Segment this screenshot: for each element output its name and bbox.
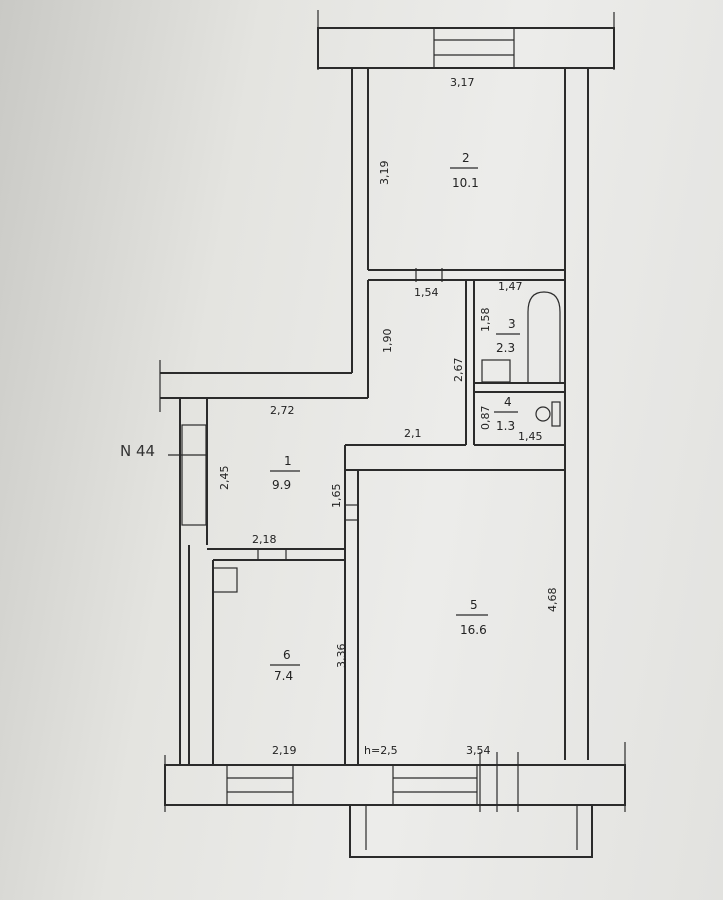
dim-1-58: 1,58 <box>479 308 492 333</box>
toilet <box>535 406 551 422</box>
room-6-number: 6 <box>283 648 291 662</box>
entrance-door <box>181 424 207 526</box>
dim-0-87: 0,87 <box>479 406 492 431</box>
dim-1-45: 1,45 <box>518 430 543 443</box>
room-labels: 2 10.1 3 2.3 4 1.3 1 9.9 5 16.6 6 7.4 <box>270 151 520 683</box>
dim-2-45: 2,45 <box>218 466 231 491</box>
window-room-5 <box>392 764 478 806</box>
room-6-area: 7.4 <box>274 669 293 683</box>
dim-2-67: 2,67 <box>452 358 465 383</box>
exterior-walls <box>159 68 589 765</box>
room-1-number: 1 <box>284 454 292 468</box>
window-room-6 <box>226 764 294 806</box>
dim-2-1: 2,1 <box>404 427 422 440</box>
room-1-area: 9.9 <box>272 478 291 492</box>
room-5-walls <box>344 444 565 765</box>
room-4-area: 1.3 <box>496 419 515 433</box>
room-5-number: 5 <box>470 598 478 612</box>
bathroom-block <box>465 280 565 446</box>
room-3-area: 2.3 <box>496 341 515 355</box>
room-2-area: 10.1 <box>452 176 479 190</box>
bathtub <box>527 291 561 383</box>
dim-3-54: 3,54 <box>466 744 491 757</box>
stove <box>212 567 238 593</box>
balcony <box>349 804 593 858</box>
ceiling-height: h=2,5 <box>364 744 398 757</box>
window-top <box>433 27 515 69</box>
dim-3-17: 3,17 <box>450 76 475 89</box>
dim-3-19: 3,19 <box>378 161 391 186</box>
dim-1-54: 1,54 <box>414 286 439 299</box>
room-4-number: 4 <box>504 395 512 409</box>
room-3-number: 3 <box>508 317 516 331</box>
label-n44: N 44 <box>120 442 155 460</box>
dim-1-47: 1,47 <box>498 280 523 293</box>
room-2 <box>368 268 565 282</box>
room-6-walls <box>207 548 345 593</box>
bottom-wall <box>164 742 626 858</box>
dim-2-19: 2,19 <box>272 744 297 757</box>
dim-1-90: 1,90 <box>381 329 394 354</box>
room-5-area: 16.6 <box>460 623 487 637</box>
dim-3-36: 3,36 <box>335 644 348 669</box>
top-wall <box>317 10 615 70</box>
dim-4-68: 4,68 <box>546 588 559 613</box>
dim-2-18: 2,18 <box>252 533 277 546</box>
dimension-labels: 3,17 3,19 1,54 1,47 1,58 1,90 2,67 2,72 … <box>120 76 559 757</box>
sink <box>481 359 511 383</box>
dim-2-72: 2,72 <box>270 404 295 417</box>
dim-1-65: 1,65 <box>330 484 343 509</box>
room-2-number: 2 <box>462 151 470 165</box>
